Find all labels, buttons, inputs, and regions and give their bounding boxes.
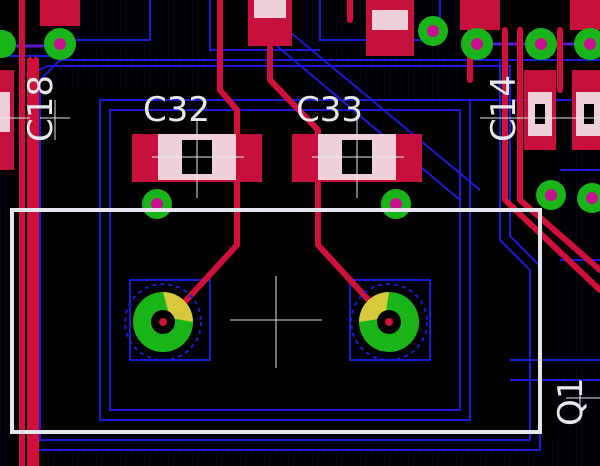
via — [525, 28, 557, 60]
c14-ref-label: C14 — [484, 75, 524, 142]
top-pads-misc — [0, 0, 600, 170]
c33-footprint[interactable] — [292, 120, 422, 198]
c33-ref-label: C33 — [296, 90, 363, 130]
via — [381, 189, 411, 219]
via — [142, 189, 172, 219]
origin-crosses — [0, 100, 600, 420]
via — [461, 28, 493, 60]
small-vias[interactable] — [0, 16, 600, 219]
q1-ref-label: Q1 — [551, 378, 591, 426]
q1-silkscreen — [10, 208, 542, 434]
via — [418, 16, 448, 46]
via — [574, 28, 600, 60]
via — [577, 183, 600, 213]
q1-pad-1[interactable] — [124, 283, 202, 361]
via — [536, 180, 566, 210]
via — [44, 28, 76, 60]
q1-pad-2[interactable] — [350, 283, 428, 361]
c32-ref-label: C32 — [143, 90, 210, 130]
via — [0, 30, 16, 58]
c32-footprint[interactable] — [132, 120, 262, 198]
c18-ref-label: C18 — [21, 75, 61, 142]
